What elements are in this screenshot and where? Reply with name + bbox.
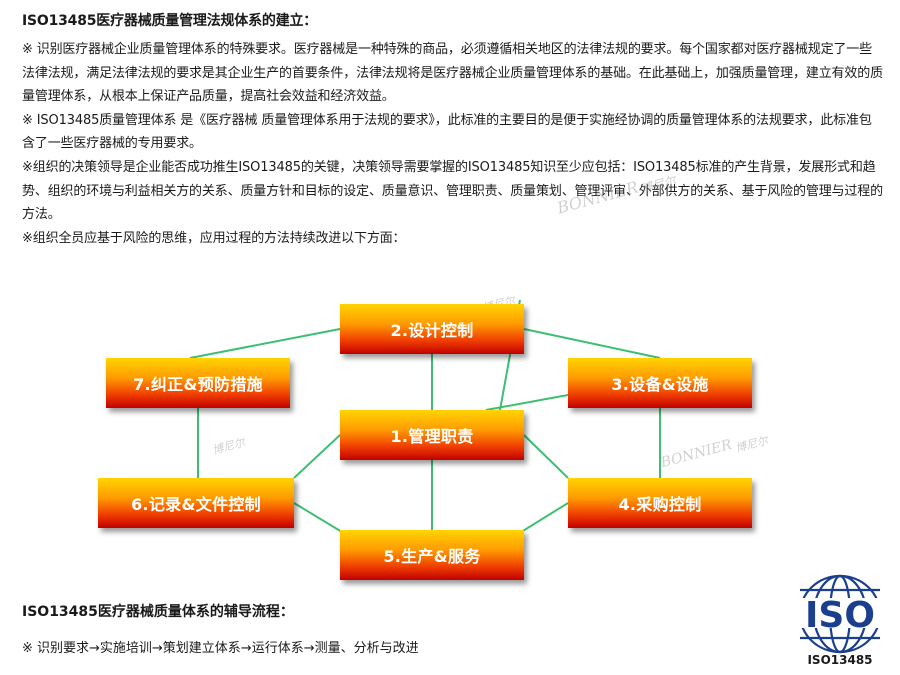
watermark-cn-3: 博尼尔 [734,433,770,456]
watermark-brand-2: BONNIER [659,436,734,472]
paragraph-1: ※ 识别医疗器械企业质量管理体系的特殊要求。医疗器械是一种特殊的商品，必须遵循相… [22,42,883,105]
iso-logo-text: ISO [805,595,875,636]
iso-logo-icon: ISO [792,574,888,654]
watermark-cn-4: 博尼尔 [211,435,247,458]
process-heading: ISO13485医疗器械质量体系的辅导流程： [22,604,294,620]
node-5: 5.生产&服务 [340,530,524,580]
process-steps: ※ 识别要求→实施培训→策划建立体系→运行体系→测量、分析与改进 [22,641,419,656]
iso-caption: ISO13485 [807,653,873,667]
intro-text: ※ 识别医疗器械企业质量管理体系的特殊要求。医疗器械是一种特殊的商品，必须遵循相… [22,38,884,250]
node-7: 7.纠正&预防措施 [106,358,290,408]
node-2: 2.设计控制 [340,304,524,354]
paragraph-2: ※ ISO13485质量管理体系 是《医疗器械 质量管理体系用于法规的要求》，此… [22,112,872,152]
paragraph-4: ※组织全员应基于风险的思维，应用过程的方法持续改进以下方面： [22,230,406,246]
node-center: 1.管理职责 [340,410,524,460]
page-title: ISO13485医疗器械质量管理法规体系的建立： [22,13,318,29]
node-6: 6.记录&文件控制 [98,478,294,528]
paragraph-3: ※组织的决策领导是企业能否成功推生ISO13485的关键，决策领导需要掌握的IS… [22,159,883,223]
node-3: 3.设备&设施 [568,358,752,408]
node-4: 4.采购控制 [568,478,752,528]
